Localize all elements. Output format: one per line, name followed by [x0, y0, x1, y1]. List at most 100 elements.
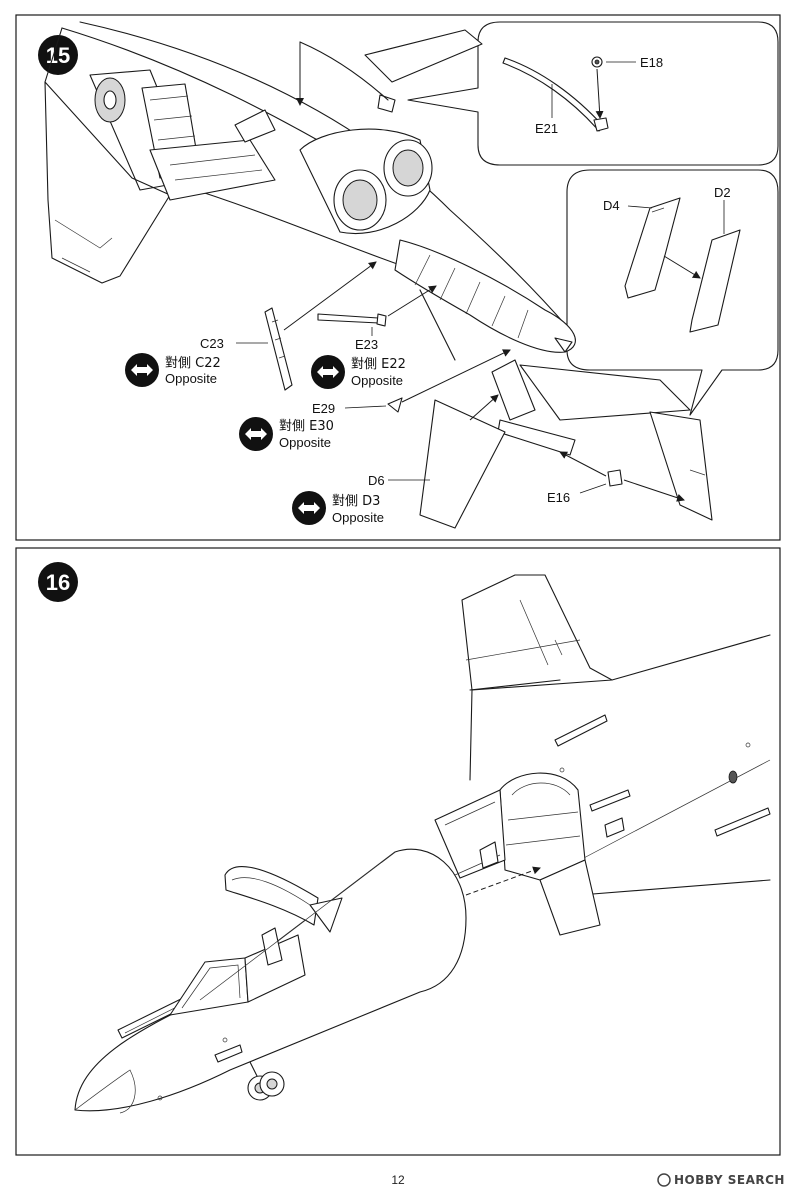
part-e23-end: [376, 313, 387, 327]
step-16-number: 16: [46, 570, 70, 595]
step-16-badge: 16: [38, 562, 78, 602]
tail-hook-bay: [497, 419, 576, 456]
forward-fuselage-drawing: [74, 848, 467, 1114]
opposite-d3-en: Opposite: [332, 510, 384, 525]
fuselage-top-line: [469, 679, 561, 691]
part-e29: [387, 397, 403, 413]
rear-cockpit-cutout: [499, 772, 586, 881]
step-15-frame: [15, 14, 781, 541]
part-c23: [264, 307, 293, 391]
arrow-d4-to-d2: [663, 255, 701, 279]
hook-arm-line: [419, 289, 456, 361]
part-e21-clip: [593, 117, 609, 132]
watermark: HOBBY SEARCH: [657, 1173, 785, 1187]
nose-gear-strut: [249, 1061, 259, 1079]
opposite-e22-cn: 對側 E22: [351, 357, 406, 372]
tail-cone-tip: [554, 337, 573, 353]
intake-vane: [479, 841, 499, 869]
arrow-e29: [401, 349, 511, 403]
nose-wheel-right-hub: [266, 1078, 278, 1090]
side-panel-strip: [589, 789, 631, 812]
step-16-frame: [15, 547, 781, 1156]
ejection-seat: [261, 927, 283, 966]
part-c23-detail: [271, 319, 286, 359]
wing-flap-lines: [54, 219, 113, 273]
opposite-icon: [125, 353, 159, 387]
opposite-icon-arrows: [317, 366, 339, 378]
aircraft-underside-drawing: [44, 21, 713, 521]
part-e18-hole: [594, 59, 600, 65]
ventral-fin-bracket: [491, 359, 536, 421]
arrow-c23: [283, 261, 377, 331]
lower-stabilizer: [519, 364, 691, 421]
arrow-e16-hook: [559, 451, 607, 477]
fuselage-spine-line: [611, 634, 771, 681]
part-e23-rod: [317, 313, 380, 324]
leader-d4: [627, 205, 653, 209]
label-e21: E21: [535, 121, 558, 136]
e21-mount: [377, 94, 396, 113]
arrow-d6: [469, 394, 499, 421]
assembly-arrow: [465, 866, 541, 896]
engine-nozzle-left-inner: [342, 179, 378, 221]
vent-hole: [728, 770, 738, 784]
arrow-e16-tip: [623, 479, 685, 502]
rear-cockpit-frames: [505, 782, 581, 846]
stabilizer-tip-detail: [689, 469, 706, 476]
fin-root-line: [469, 689, 473, 781]
tail-cone-rings: [414, 254, 529, 339]
center-well-detail: [169, 154, 263, 181]
rear-fuselage-drawing: [434, 574, 771, 936]
label-d2: D2: [714, 185, 731, 200]
fuselage-panel-line: [579, 759, 771, 861]
label-d6: D6: [368, 473, 385, 488]
rear-panel-strip: [714, 807, 771, 837]
rivet-dot: [559, 767, 565, 773]
opposite-icon: [292, 491, 326, 525]
opposite-icon: [239, 417, 273, 451]
step-15-number: 15: [46, 43, 70, 68]
detail-callout-d4-d2: [566, 169, 779, 416]
stabilizer-tip: [649, 411, 713, 521]
step-badge-icon: [38, 562, 78, 602]
part-d4: [624, 197, 681, 299]
fuselage-upper-line: [199, 851, 396, 1001]
part-e16: [607, 469, 623, 487]
opposite-c22-cn: 對側 C22: [165, 356, 221, 371]
opposite-d3-cn: 對側 D3: [332, 494, 380, 509]
fin-detail-lines: [465, 599, 581, 666]
gear-well-detail: [149, 95, 198, 161]
top-panel-strip: [554, 714, 608, 747]
upper-stabilizer: [364, 29, 483, 83]
leader-e16: [579, 483, 607, 494]
leader-e29: [344, 405, 387, 409]
watermark-logo-icon: [657, 1173, 671, 1187]
engine-nozzle-right-inner: [392, 149, 424, 187]
part-d2: [689, 229, 741, 333]
front-canopy-glass: [181, 964, 241, 1009]
part-d4-tab: [651, 207, 665, 213]
rivet-dot: [745, 742, 751, 748]
lower-panel: [214, 1044, 243, 1063]
wing-leading-edge: [44, 27, 63, 83]
intake-lip: [309, 897, 343, 933]
center-well: [149, 139, 276, 201]
cockpit-opening: [244, 934, 306, 1003]
detail-callout-e21-e18: [407, 21, 779, 166]
small-hatch: [604, 817, 625, 838]
part-d6: [419, 399, 506, 529]
arrow-e18-to-e21: [595, 68, 604, 119]
rivet-dot: [157, 1095, 163, 1101]
rivet-dot: [222, 1037, 228, 1043]
airbrake-panel: [234, 109, 276, 143]
tail-cone: [394, 239, 576, 353]
opposite-e30-cn: 對側 E30: [279, 419, 334, 434]
watermark-text: HOBBY SEARCH: [674, 1173, 785, 1187]
rear-canopy-open: [224, 866, 319, 926]
opposite-e22-en: Opposite: [351, 373, 403, 388]
label-e29: E29: [312, 401, 335, 416]
step-16-panel: 16: [15, 547, 781, 1156]
antenna-line: [299, 41, 389, 101]
lower-intake-panel: [539, 859, 601, 936]
